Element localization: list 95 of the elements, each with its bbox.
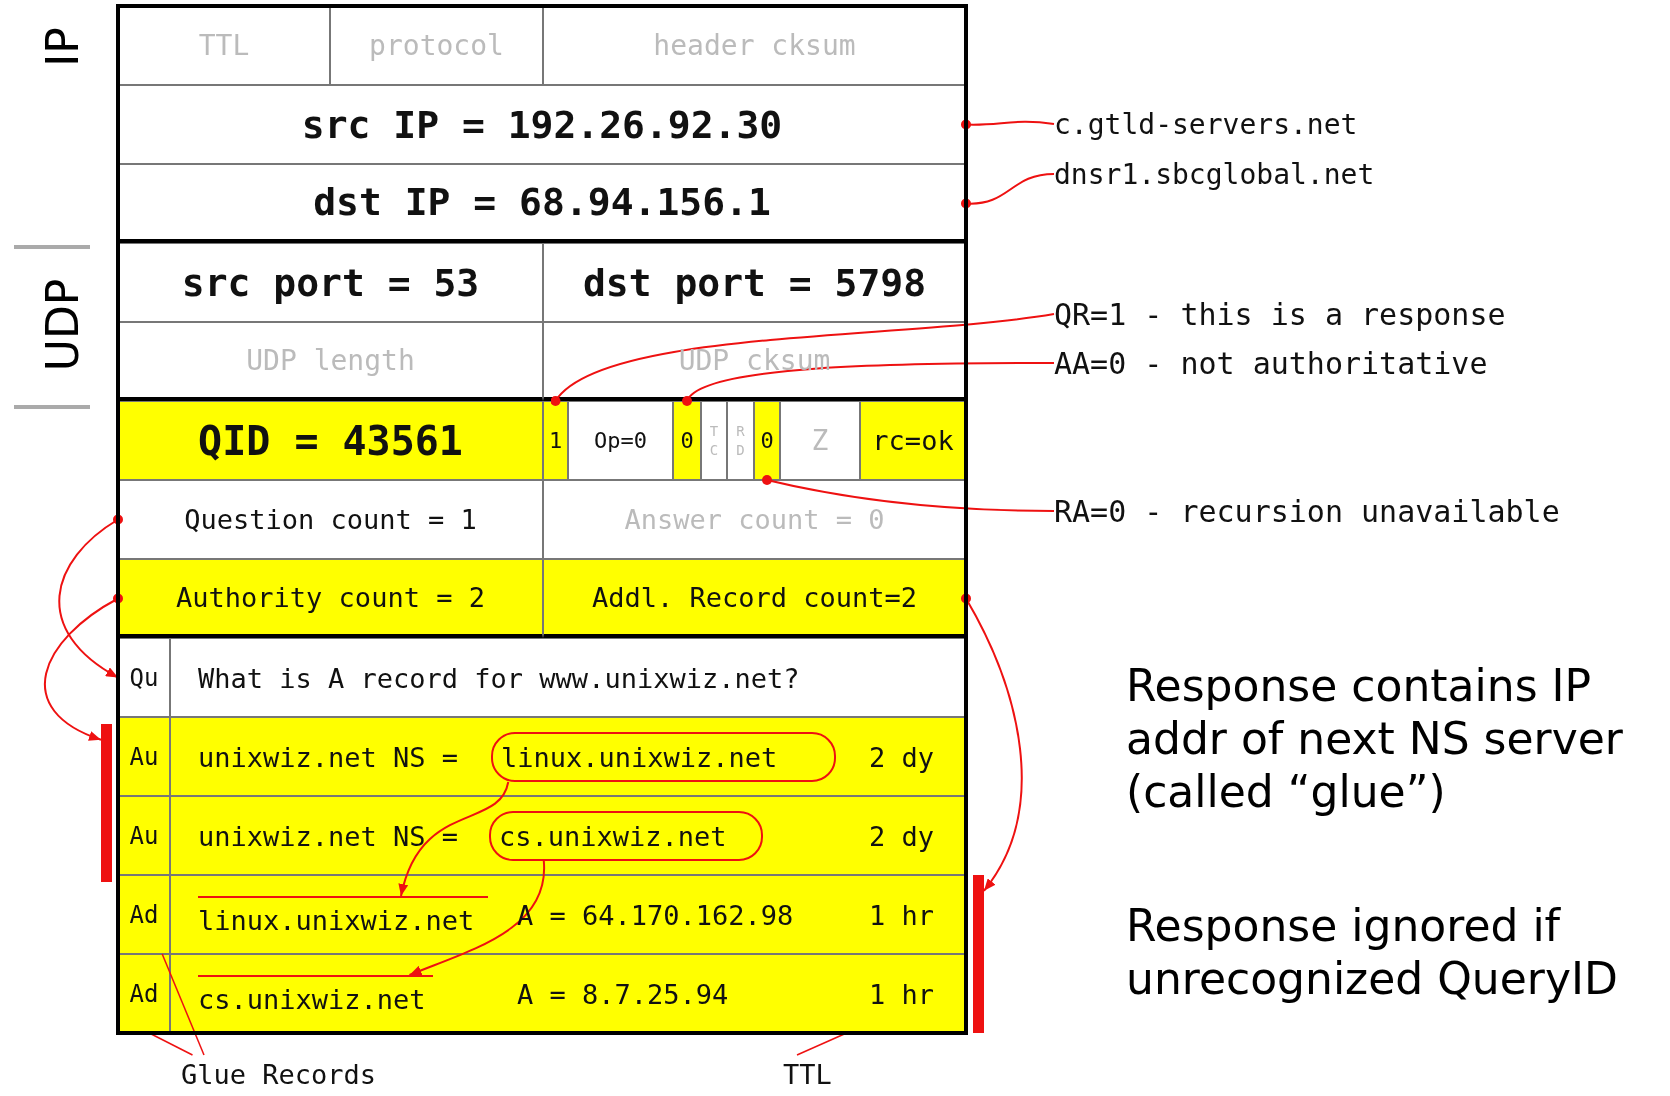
- note-text: Response contains IP addr of next NS server (called “glue”): [1126, 660, 1624, 819]
- field-text: T C: [709, 422, 719, 459]
- arrow: [58, 514, 123, 679]
- annotation-text: QR=1 - this is a response: [1054, 292, 1594, 336]
- bracket-bar: [973, 875, 984, 1033]
- field-text: QID = 43561: [198, 417, 463, 464]
- field-text: protocol: [369, 29, 504, 62]
- arrow: [44, 593, 123, 741]
- header-field: [118, 480, 543, 559]
- flag-field: [701, 401, 727, 480]
- field-text: UDP cksum: [678, 343, 831, 377]
- header-field: [754, 401, 780, 480]
- header-field: [118, 322, 543, 401]
- arrow: [408, 860, 545, 976]
- leader-line: [762, 475, 1055, 512]
- record-row: [170, 638, 966, 717]
- note-text: Response ignored if unrecognized QueryID: [1126, 900, 1619, 1006]
- header-field: [118, 6, 330, 85]
- header-field: [118, 164, 966, 243]
- hostname-text: cs.unixwiz.net: [499, 820, 727, 852]
- field-text: Qu: [129, 663, 159, 692]
- field-text: 0: [680, 428, 694, 453]
- bracket-bar: [101, 724, 112, 882]
- field-text: 1 hr: [869, 978, 935, 1009]
- field-text: Op=0: [594, 428, 647, 453]
- field-text: 0: [760, 428, 774, 453]
- field-text: unixwiz.net NS =: [198, 820, 459, 851]
- field-text: Question count = 1: [184, 504, 477, 535]
- field-text: Z: [811, 424, 829, 457]
- header-field: [118, 796, 170, 875]
- underlined-hostname: linux.unixwiz.net: [198, 896, 488, 942]
- annotation-text: Glue Records: [181, 1055, 411, 1093]
- field-text: dst IP = 68.94.156.1: [313, 180, 771, 224]
- hostname-text: linux.unixwiz.net: [501, 741, 778, 773]
- field-text: Au: [129, 742, 159, 771]
- header-field: [118, 717, 170, 796]
- header-field: [118, 401, 543, 480]
- record-row: [170, 875, 966, 954]
- annotation-text: dnsr1.sbcglobal.net: [1054, 152, 1434, 196]
- field-text: Addl. Record count=2: [591, 581, 918, 613]
- header-field: [780, 401, 860, 480]
- record-row: [170, 717, 966, 796]
- header-field: [543, 559, 966, 638]
- header-field: [543, 401, 568, 480]
- field-text: What is A record for www.unixwiz.net?: [198, 662, 800, 693]
- leader-line: [961, 119, 1055, 130]
- record-row: [170, 796, 966, 875]
- record-row: [170, 954, 966, 1033]
- field-text: src IP = 192.26.92.30: [301, 102, 783, 147]
- header-field: [860, 401, 966, 480]
- field-text: 2 dy: [869, 820, 935, 851]
- header-field: [118, 875, 170, 954]
- header-field: [118, 85, 966, 164]
- flag-field: [727, 401, 754, 480]
- field-text: rc=ok: [872, 425, 954, 456]
- header-field: [118, 638, 170, 717]
- leader-line: [961, 173, 1055, 209]
- header-field: [118, 559, 543, 638]
- header-field: [543, 322, 966, 401]
- annotation-text: c.gtld-servers.net: [1054, 102, 1414, 146]
- header-field: [568, 401, 673, 480]
- underlined-hostname: cs.unixwiz.net: [198, 975, 433, 1021]
- field-text: src port = 53: [181, 260, 480, 305]
- field-text: R D: [735, 422, 746, 459]
- field-text: TTL: [198, 29, 250, 62]
- field-text: Authority count = 2: [176, 581, 485, 613]
- field-text: Ad: [129, 979, 159, 1008]
- field-text: 1: [548, 428, 563, 453]
- field-text: Answer count = 0: [624, 504, 885, 535]
- field-text: unixwiz.net NS =: [198, 741, 459, 772]
- header-field: [118, 243, 543, 322]
- annotation-text: AA=0 - not authoritative: [1054, 341, 1594, 385]
- arrow: [961, 593, 1023, 892]
- header-field: [543, 243, 966, 322]
- header-field: [330, 6, 543, 85]
- header-field: [543, 480, 966, 559]
- field-text: A = 8.7.25.94: [517, 978, 729, 1009]
- leader-line: [161, 953, 205, 1056]
- field-text: UDP length: [246, 343, 415, 377]
- header-field: [543, 6, 966, 85]
- field-text: Ad: [129, 900, 159, 929]
- field-text: 1 hr: [869, 899, 935, 930]
- field-text: 2 dy: [869, 741, 935, 772]
- annotation-text: RA=0 - recursion unavailable: [1054, 489, 1654, 533]
- header-field: [118, 954, 170, 1033]
- leader-line: [682, 362, 1055, 406]
- field-text: Au: [129, 821, 159, 850]
- leader-line: [550, 313, 1055, 406]
- layer-label: UDP: [36, 278, 88, 372]
- layer-label: IP: [36, 27, 88, 67]
- annotation-text: TTL: [783, 1055, 853, 1093]
- field-text: header cksum: [653, 29, 856, 62]
- arrow: [399, 781, 510, 897]
- header-field: [673, 401, 701, 480]
- field-text: dst port = 5798: [582, 260, 927, 305]
